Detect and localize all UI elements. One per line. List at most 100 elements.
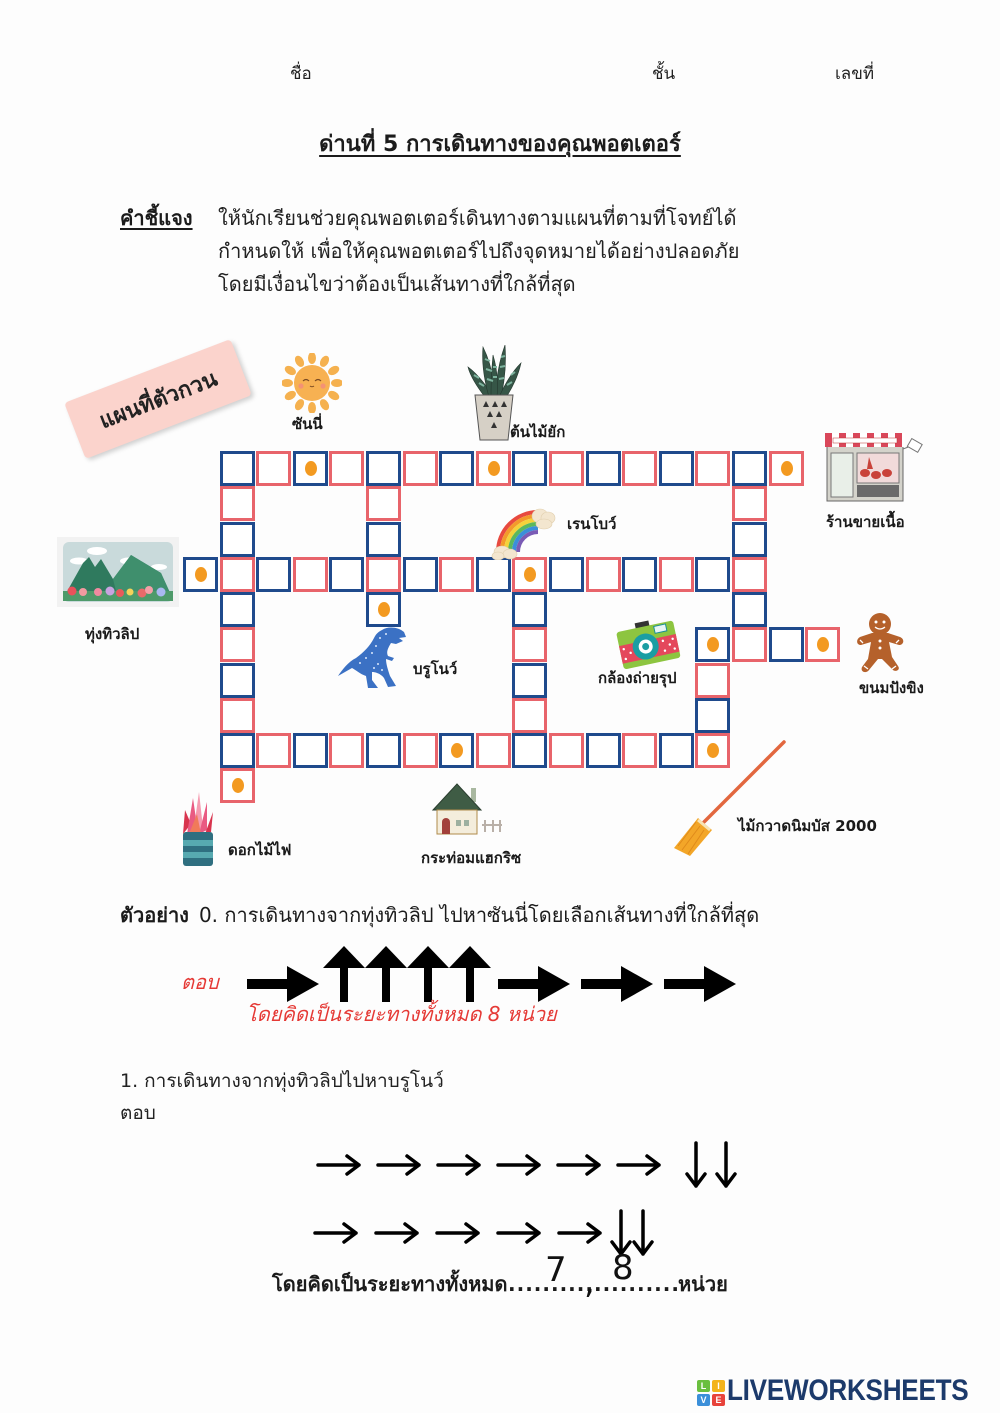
maze-cell-red	[292, 556, 328, 592]
maze-cell-blue	[512, 592, 548, 627]
arrow-right-icon	[616, 1153, 662, 1177]
arrow-down-icon	[609, 1209, 633, 1257]
maze-cell-red	[402, 451, 438, 486]
liveworksheets-logo-icon: L I V E	[697, 1380, 725, 1406]
maze-cell-red	[256, 733, 292, 768]
name-label: ชื่อ	[290, 64, 312, 84]
instructions-label: คำชี้แจง	[120, 206, 193, 230]
maze-cell-red	[329, 451, 365, 486]
maze-cell-red	[256, 451, 292, 486]
maze-cell-blue	[585, 451, 621, 486]
maze-cell-red	[732, 486, 767, 522]
maze-cell-red	[695, 662, 731, 698]
maze-cell-blue	[732, 521, 767, 557]
maze-cell-blue	[695, 627, 731, 663]
example-arrow-path	[247, 946, 736, 1002]
arrow-right-icon	[498, 966, 570, 1002]
distance-answer-blank[interactable]: ........................................…	[508, 1272, 678, 1296]
butcher-shop-icon	[823, 427, 923, 503]
example-question: ตัวอย่าง 0. การเดินทางจากทุ่งทิวลิป ไปหา…	[120, 899, 759, 931]
maze-cell-blue	[622, 556, 658, 592]
map-title-badge: แผนที่ตัวกวน	[64, 339, 252, 459]
logo-letter: L	[697, 1380, 710, 1392]
example-question-text: 0. การเดินทางจากทุ่งทิวลิป ไปหาซันนี่โดย…	[198, 903, 760, 927]
maze-cell-blue	[366, 521, 401, 557]
maze-cell-blue	[439, 451, 475, 486]
hut-icon	[429, 780, 503, 838]
maze-cell-blue	[402, 556, 438, 592]
maze-cell-red	[622, 733, 658, 768]
maze-cell-blue	[219, 451, 255, 486]
maze-cell-blue	[183, 556, 218, 592]
instructions-line: กำหนดให้ เพื่อให้คุณพอตเตอร์ไปถึงจุดหมาย…	[218, 239, 740, 263]
maze-cell-red	[439, 556, 475, 592]
rainbow-icon	[488, 498, 558, 560]
arrow-right-icon	[496, 1221, 542, 1245]
arrow-right-icon	[436, 1153, 482, 1177]
maze-cell-blue	[512, 451, 548, 486]
snake-plant-icon	[465, 345, 523, 441]
arrow-right-icon	[376, 1153, 422, 1177]
arrow-right-icon	[664, 966, 736, 1002]
question-1-text: 1. การเดินทางจากทุ่งทิวลิปไปหาบรูโนว์	[120, 1070, 444, 1092]
maze-cell-blue	[219, 733, 255, 768]
orange-dot-marker	[707, 637, 720, 653]
fire-flower-icon	[179, 792, 217, 868]
maze-cell-red	[512, 697, 548, 733]
arrow-up-icon	[323, 946, 365, 1002]
gingerbread-icon	[854, 611, 908, 675]
arrow-right-icon	[316, 1153, 362, 1177]
maze-cell-red	[475, 733, 511, 768]
maze-cell-blue	[366, 592, 401, 627]
dinosaur-icon	[336, 624, 408, 692]
orange-dot-marker	[780, 461, 793, 476]
maze-cell-blue	[256, 556, 292, 592]
example-label: ตัวอย่าง	[120, 903, 189, 927]
maze-cell-blue	[695, 556, 731, 592]
maze-cell-red	[402, 733, 438, 768]
instructions-line: ให้นักเรียนช่วยคุณพอตเตอร์เดินทางตามแผนท…	[218, 206, 737, 230]
arrow-right-icon	[435, 1221, 481, 1245]
landmark-label-tulip-field: ทุ่งทิวลิป	[85, 625, 140, 643]
maze-cell-red	[658, 556, 694, 592]
maze-cell-red	[695, 451, 731, 486]
maze-cell-red	[329, 733, 365, 768]
brand-wordmark[interactable]: LIVEWORKSHEETS	[727, 1374, 969, 1407]
landmark-label-snake-plant: ต้นไม้ยัก	[510, 423, 566, 441]
maze-cell-red	[549, 733, 584, 768]
maze-cell-blue	[219, 592, 255, 627]
broom-icon	[668, 738, 788, 860]
maze-cell-red	[585, 556, 621, 592]
landmark-label-rainbow: เรนโบว์	[567, 515, 617, 533]
maze-cell-red	[475, 451, 511, 486]
maze-cell-blue	[695, 697, 731, 733]
orange-dot-marker	[524, 566, 537, 582]
landmark-label-camera: กล้องถ่ายรุป	[598, 669, 677, 687]
landmark-label-broom: ไม้กวาดนิมบัส 2000	[738, 817, 877, 835]
arrow-up-icon	[365, 946, 407, 1002]
page-title: ด่านที่ 5 การเดินทางของคุณพอตเตอร์	[319, 132, 681, 157]
logo-letter: I	[712, 1380, 725, 1392]
maze-cell-red	[732, 627, 767, 663]
landmark-label-hut: กระท่อมแฮกริซ	[421, 849, 522, 867]
handwritten-value-second: 8	[612, 1248, 634, 1288]
logo-letter: E	[712, 1394, 725, 1406]
maze-cell-red	[219, 697, 255, 733]
maze-cell-blue	[549, 556, 584, 592]
maze-cell-blue	[292, 451, 328, 486]
maze-cell-red	[219, 627, 255, 663]
maze-cell-red	[219, 486, 255, 522]
distance-prefix: โดยคิดเป็นระยะทางทั้งหมด	[272, 1272, 508, 1296]
maze-cell-blue	[732, 451, 767, 486]
drawn-arrow-path-2	[313, 1208, 655, 1258]
distance-suffix: หน่วย	[678, 1272, 728, 1296]
maze-cell-red	[512, 627, 548, 663]
maze-cell-red	[366, 486, 401, 522]
logo-letter: V	[697, 1394, 710, 1406]
orange-dot-marker	[451, 743, 464, 758]
maze-cell-blue	[732, 592, 767, 627]
arrow-down-icon	[684, 1141, 708, 1189]
maze-cell-blue	[512, 662, 548, 698]
landmark-label-butcher-shop: ร้านขายเนื้อ	[826, 513, 905, 531]
